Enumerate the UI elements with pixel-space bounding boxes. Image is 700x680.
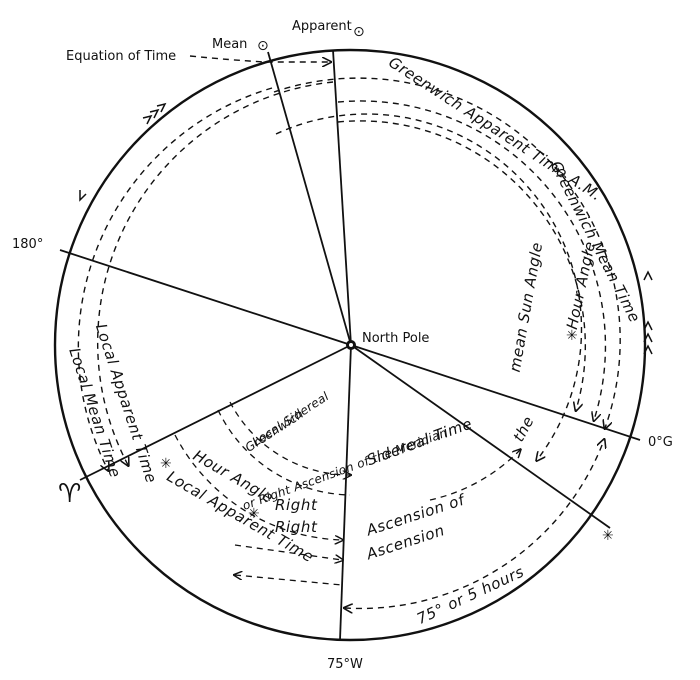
arc-ascension-of-the	[429, 450, 520, 501]
label-right-1: Right	[275, 496, 318, 514]
arc-mean-sun-angle	[275, 113, 583, 460]
arc-right-ascension-2	[235, 575, 343, 586]
arc-five-hours	[345, 440, 604, 608]
label-hour-angle-east-star: ✳	[566, 328, 578, 344]
aries-symbol: ♈	[58, 479, 81, 509]
outer-circle	[53, 48, 647, 642]
label-equation-of-time: Equation of Time	[66, 49, 176, 64]
arc-local-apparent	[97, 81, 334, 465]
apparent-sun-symbol: ⊙	[353, 24, 365, 40]
outer-arrow-ticks	[79, 102, 653, 355]
arc-greenwich-apparent	[337, 100, 607, 420]
label-right-2: Right	[275, 518, 318, 536]
label-right-star: ✳	[248, 506, 260, 522]
arc-greenwich-sidereal	[217, 409, 351, 496]
label-five-hours: 75° or 5 hours	[414, 563, 527, 628]
radius-180	[59, 249, 352, 346]
radius-0g	[350, 344, 641, 441]
label-the: the	[509, 413, 537, 445]
label-apparent: Apparent	[292, 19, 352, 34]
arc-ha-star-west	[174, 434, 342, 540]
arc-right-ascension	[234, 544, 342, 560]
label-mean: Mean	[212, 37, 247, 52]
mean-sun-symbol: ⊙	[257, 38, 269, 54]
label-0g: 0°G	[648, 435, 673, 450]
label-75w: 75°W	[327, 657, 363, 672]
arc-local-mean	[77, 87, 273, 470]
radius-apparent	[332, 49, 352, 346]
label-mean-sun-angle: mean Sun Angle	[506, 241, 547, 374]
arc-greenwich-mean	[273, 77, 621, 428]
radius-mean	[267, 51, 352, 346]
radius-star	[350, 344, 611, 529]
label-north-pole: North Pole	[362, 331, 429, 346]
radius-75w	[339, 344, 352, 641]
label-ha-west-star: ✳	[160, 456, 172, 472]
equation-of-time-leader	[189, 55, 330, 62]
label-180: 180°	[12, 237, 43, 252]
label-sidereal-time: Sidereal Time	[364, 414, 474, 469]
label-greenwich-inner: Greenwich	[243, 407, 307, 455]
arc-hour-angle-star-east	[337, 120, 586, 410]
star-symbol-edge: ✳	[602, 528, 614, 544]
